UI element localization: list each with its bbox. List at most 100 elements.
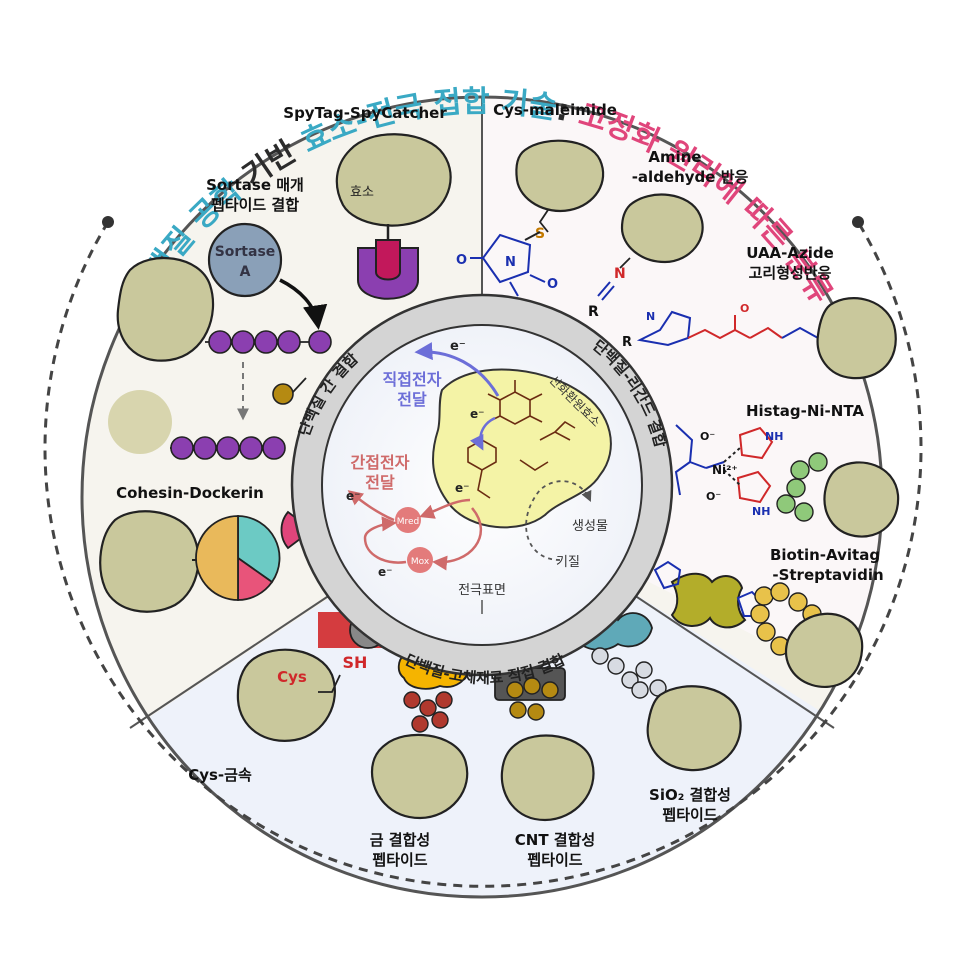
biotin-label-2: -Streptavidin — [772, 566, 883, 584]
chem-ni: Ni²⁺ — [712, 463, 738, 477]
gold-bead-chain — [403, 691, 453, 733]
indirect-arrow-2 — [432, 507, 483, 571]
sortase-title-1: Sortase 매개 — [206, 176, 304, 194]
cys-label: Cys — [277, 668, 307, 686]
cohesin-enzyme-blob — [99, 510, 200, 613]
enzyme-label: 효소 — [350, 185, 374, 200]
indirect-arrow-4 — [363, 516, 407, 564]
chem-r-1: R — [588, 304, 599, 320]
amine-label-1: Amine — [648, 148, 701, 166]
sio2-bead-chain — [591, 647, 667, 699]
cys-linker — [318, 674, 341, 693]
cnt-enzyme-blob — [500, 734, 595, 822]
mox-circle — [407, 547, 433, 573]
uaa-label-1: UAA-Azide — [746, 244, 834, 262]
sortase-arrow — [279, 278, 328, 330]
arc-end-left — [102, 216, 114, 228]
sector-protein-protein: SpyTag-SpyCatcher 효소 Sortase 매개 펩타이드 결합 … — [99, 104, 452, 613]
sortase-bead-chain-top — [205, 330, 332, 354]
chem-o-3: O — [740, 302, 749, 315]
chem-o-2: O — [547, 277, 558, 292]
product-label: 생성물 — [572, 519, 608, 534]
spytag-enzyme-blob — [335, 133, 452, 227]
maleimide-ring — [470, 231, 546, 297]
cnt-bead-chain — [506, 677, 559, 721]
ni-nta-complex — [674, 424, 774, 504]
sortase-title-2: 펩타이드 결합 — [211, 196, 299, 214]
gold-label-1: 금 결합성 — [370, 831, 430, 849]
redox-enzyme-blob — [432, 368, 612, 529]
indirect-arrow-1 — [419, 498, 471, 519]
cys-enzyme-blob — [236, 648, 336, 742]
chem-o-minus-1: O⁻ — [700, 430, 715, 443]
biotin-enzyme-blob — [785, 612, 864, 689]
electron-direct-2: e⁻ — [470, 407, 484, 421]
direct-arrow — [414, 342, 500, 397]
amine-linker — [619, 257, 631, 269]
electron-indirect-1: e⁻ — [346, 489, 360, 503]
histag-label: Histag-Ni-NTA — [746, 402, 864, 420]
maleimide-linker — [538, 209, 549, 233]
arc-end-right — [852, 216, 864, 228]
spytag-label: SpyTag-SpyCatcher — [283, 104, 447, 122]
sh-label: SH — [343, 653, 368, 672]
mred-label: Mred — [397, 517, 420, 527]
direct-transfer-1: 직접전자 — [383, 370, 442, 389]
mred-circle — [395, 507, 421, 533]
divider-left — [129, 594, 331, 729]
cohesin-pie — [195, 515, 281, 601]
sio2-label-1: SiO₂ 결합성 — [649, 786, 731, 804]
chem-s: S — [535, 226, 545, 242]
gold-enzyme-blob — [370, 733, 469, 820]
chem-nh-1: NH — [765, 430, 783, 443]
substrate-product-arrow — [525, 480, 592, 561]
triazole-chain — [636, 310, 837, 347]
histag-enzyme-blob — [823, 461, 900, 538]
histag-bead-chain — [776, 452, 828, 522]
amine-enzyme-blob — [620, 193, 704, 264]
sortase-enzyme-label-2: A — [240, 264, 251, 280]
sio2-enzyme-blob — [646, 685, 742, 772]
sortase-link — [292, 377, 307, 393]
chem-o-minus-2: O⁻ — [706, 490, 721, 503]
divider-right — [633, 594, 835, 729]
direct-arrow-small — [469, 416, 496, 451]
amine-label-2: -aldehyde 반응 — [632, 168, 749, 186]
chem-n-2: N — [614, 266, 626, 282]
cnt-label-2: 펩타이드 — [527, 851, 582, 869]
sortase-enzyme-label-1: Sortase — [215, 244, 276, 260]
chem-n-1: N — [505, 255, 516, 270]
uaa-label-2: 고리형성반응 — [749, 264, 832, 282]
sector-protein-ligand: Cys-maleimide S O O N Amine -aldehyde 반응… — [456, 101, 900, 689]
gold-label-2: 펩타이드 — [372, 851, 427, 869]
indirect-transfer-2: 전달 — [365, 473, 395, 492]
cohesin-label: Cohesin-Dockerin — [116, 484, 264, 502]
electron-direct: e⁻ — [450, 339, 466, 354]
sortase-product-blob — [108, 390, 172, 454]
cys-metal-label: Cys-금속 — [188, 766, 252, 784]
cnt-label-1: CNT 결합성 — [515, 831, 595, 849]
biotin-ring-1 — [653, 560, 682, 590]
substrate-label: 기질 — [556, 555, 580, 570]
indirect-transfer-1: 간접전자 — [351, 453, 410, 472]
sortase-small-gold — [272, 383, 294, 405]
electron-indirect-2: e⁻ — [455, 481, 469, 495]
uaa-enzyme-blob — [816, 297, 897, 380]
spytag-insert — [375, 239, 401, 281]
outer-dashed-arc — [43, 221, 923, 888]
biotin-label-1: Biotin-Avitag — [770, 546, 880, 564]
cys-maleimide-label: Cys-maleimide — [493, 101, 617, 119]
amine-double-bond — [597, 281, 615, 301]
sio2-label-2: 펩타이드 — [662, 806, 717, 824]
mox-label: Mox — [411, 557, 430, 567]
chem-nh-2: NH — [752, 505, 770, 518]
direct-transfer-2: 전달 — [397, 390, 427, 409]
electron-indirect-3: e⁻ — [378, 565, 392, 579]
sortase-enzyme-blob — [116, 256, 215, 362]
sortase-a-enzyme — [207, 222, 283, 298]
central-electrode: 단백질 간 결합 단백질-리간드 결합 단백질-고체재료 직접 결합 산화환원효… — [290, 293, 674, 687]
maleimide-enzyme-blob — [515, 139, 605, 213]
sortase-bead-chain-bottom — [170, 436, 286, 460]
electrode-surface-label: 전극표면 — [458, 583, 506, 598]
